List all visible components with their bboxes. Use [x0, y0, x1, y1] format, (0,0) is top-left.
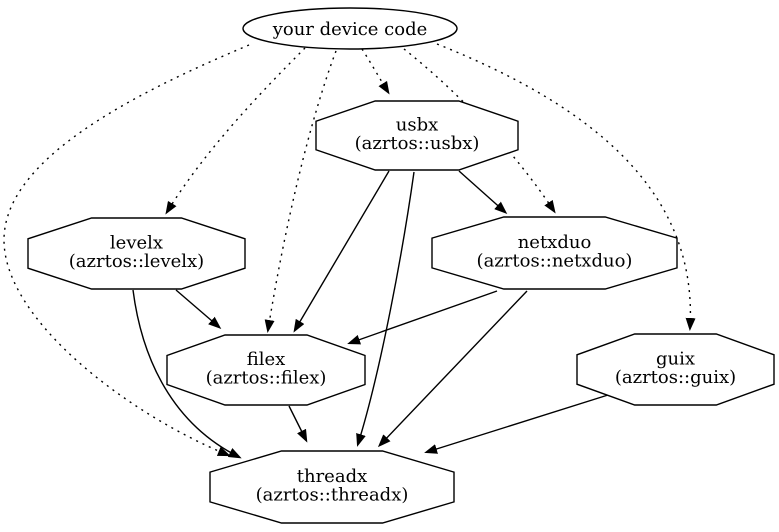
edge-device-code-to-filex: [264, 50, 337, 333]
node-your-device-code-label: your device code: [272, 19, 428, 40]
node-guix-label: guix: [656, 349, 695, 370]
node-netxduo-label: netxduo: [518, 232, 592, 253]
node-threadx-sublabel: (azrtos::threadx): [256, 485, 409, 506]
edge-device-code-to-threadx: [3, 44, 250, 457]
node-filex: filex (azrtos::filex): [166, 334, 366, 406]
node-filex-shape: [166, 334, 366, 406]
node-threadx-shape: [209, 450, 455, 524]
edge-levelx-to-filex: [175, 289, 222, 329]
node-threadx-label: threadx: [297, 466, 368, 487]
node-threadx: threadx (azrtos::threadx): [209, 450, 455, 524]
node-guix-sublabel: (azrtos::guix): [615, 367, 736, 388]
edge-filex-to-threadx: [288, 405, 308, 443]
node-your-device-code: your device code: [242, 7, 458, 50]
edge-guix-to-threadx: [424, 394, 609, 454]
node-filex-sublabel: (azrtos::filex): [206, 368, 327, 389]
edge-netxduo-to-filex: [347, 290, 498, 345]
node-levelx: levelx (azrtos::levelx): [27, 217, 246, 290]
node-usbx-label: usbx: [396, 115, 439, 136]
node-netxduo: netxduo (azrtos::netxduo): [431, 216, 678, 290]
node-levelx-sublabel: (azrtos::levelx): [69, 251, 204, 272]
edge-usbx-to-netxduo: [458, 170, 508, 214]
node-your-device-code-shape: [242, 7, 458, 50]
edge-usbx-to-filex: [293, 170, 390, 333]
node-usbx-shape: [315, 100, 519, 171]
edge-device-code-to-levelx: [165, 47, 306, 215]
node-filex-label: filex: [247, 349, 286, 370]
edge-device-code-to-guix: [436, 43, 696, 331]
node-levelx-shape: [27, 217, 246, 290]
node-netxduo-shape: [431, 216, 678, 290]
node-usbx-sublabel: (azrtos::usbx): [355, 133, 480, 154]
edge-usbx-to-threadx: [356, 171, 415, 447]
node-guix: guix (azrtos::guix): [576, 333, 775, 406]
edge-levelx-to-threadx: [132, 289, 242, 459]
node-guix-shape: [576, 333, 775, 406]
edge-device-code-to-usbx: [361, 48, 390, 95]
edge-netxduo-to-threadx: [377, 290, 528, 448]
node-usbx: usbx (azrtos::usbx): [315, 100, 519, 171]
node-levelx-label: levelx: [110, 233, 163, 254]
node-netxduo-sublabel: (azrtos::netxduo): [477, 251, 633, 272]
